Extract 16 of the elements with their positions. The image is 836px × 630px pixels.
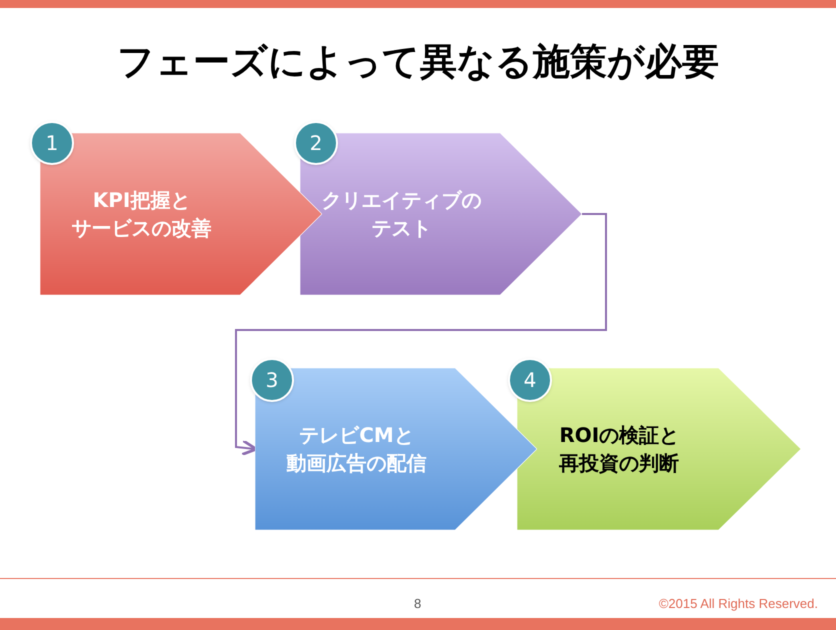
- step-label: KPI把握とサービスの改善: [70, 187, 213, 242]
- slide-title: フェーズによって異なる施策が必要: [116, 39, 720, 85]
- step-label: クリエイティブのテスト: [320, 187, 483, 242]
- step-label: ROIの検証と再投資の判断: [558, 422, 680, 477]
- copyright-note: ©2015 All Rights Reserved.: [658, 595, 818, 613]
- chevron-box: [300, 133, 582, 295]
- chevron-box: [517, 368, 801, 530]
- chevron-box: [255, 368, 537, 530]
- connector-arrow: [235, 213, 607, 456]
- step-number: 2: [310, 130, 322, 157]
- step-label: テレビCMと動画広告の配信: [286, 422, 428, 477]
- chevron-box: [40, 133, 322, 295]
- page-number: 8: [414, 595, 422, 613]
- step-number: 3: [266, 367, 278, 394]
- step-number: 1: [46, 130, 58, 157]
- step-number: 4: [524, 367, 536, 394]
